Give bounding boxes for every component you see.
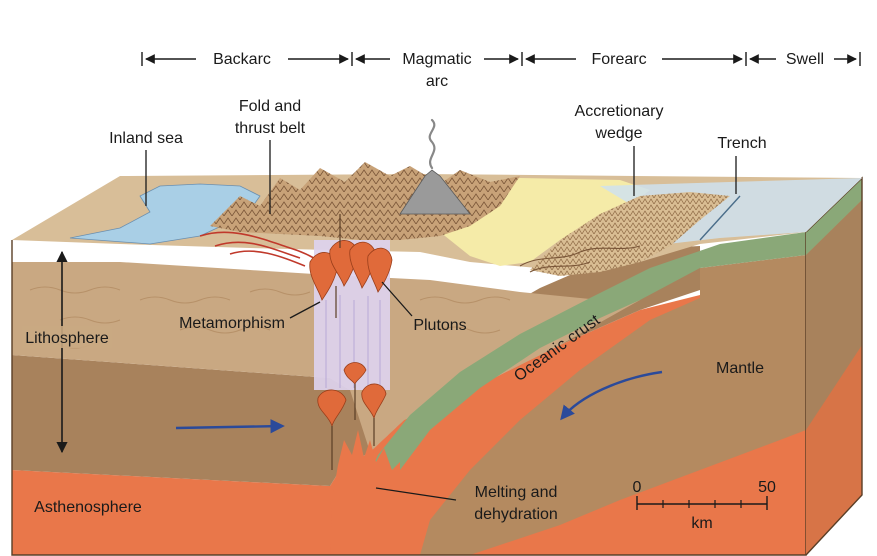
accretionary-label-2: wedge [594,125,642,142]
mantle-layer-right [420,255,806,555]
zone-magmatic-label: Magmatic [402,51,471,68]
plutons-label: Plutons [413,317,466,334]
right-side-mantle [806,200,862,430]
mantle-flow-arrow-right [560,370,663,421]
zone-forearc-label: Forearc [591,51,646,68]
plutons [309,240,393,428]
accretionary-wedge [530,192,730,276]
scale-bar [636,496,768,510]
scale-max-label: 50 [758,479,776,496]
accretionary-label-1: Accretionary [575,103,664,120]
volcanic-plume [428,118,436,170]
zone-backarc-label: Backarc [213,51,271,68]
fold-thrust-mountains [210,162,520,240]
volcano [399,169,471,215]
asthenosphere-label: Asthenosphere [34,499,142,516]
lithosphere-texture [29,286,511,349]
metamorphism-streaks [325,295,381,388]
mantle-flow-arrow-left [175,419,285,434]
scale-min-label: 0 [633,479,642,496]
trench-line [699,195,741,241]
metamorphism-label: Metamorphism [179,315,285,332]
scale-unit-label: km [691,515,712,532]
melting-label-1: Melting and [475,484,558,501]
zone-header [141,52,861,66]
fold-thrust-label-1: Fold and [239,98,301,115]
trench-label: Trench [717,135,766,152]
forearc-strata [519,245,641,273]
melting-label-2: dehydration [474,506,558,523]
zone-arc-label: arc [426,73,448,90]
melting-zone [330,430,400,555]
mantle-label: Mantle [716,360,764,377]
inland-sea-label: Inland sea [109,130,183,147]
fold-thrust-label-2: thrust belt [235,120,306,137]
lithosphere-label: Lithosphere [25,330,109,347]
right-side-crust [806,178,862,255]
zone-swell-label: Swell [786,51,824,68]
oceanic-crust-slab [350,232,806,555]
